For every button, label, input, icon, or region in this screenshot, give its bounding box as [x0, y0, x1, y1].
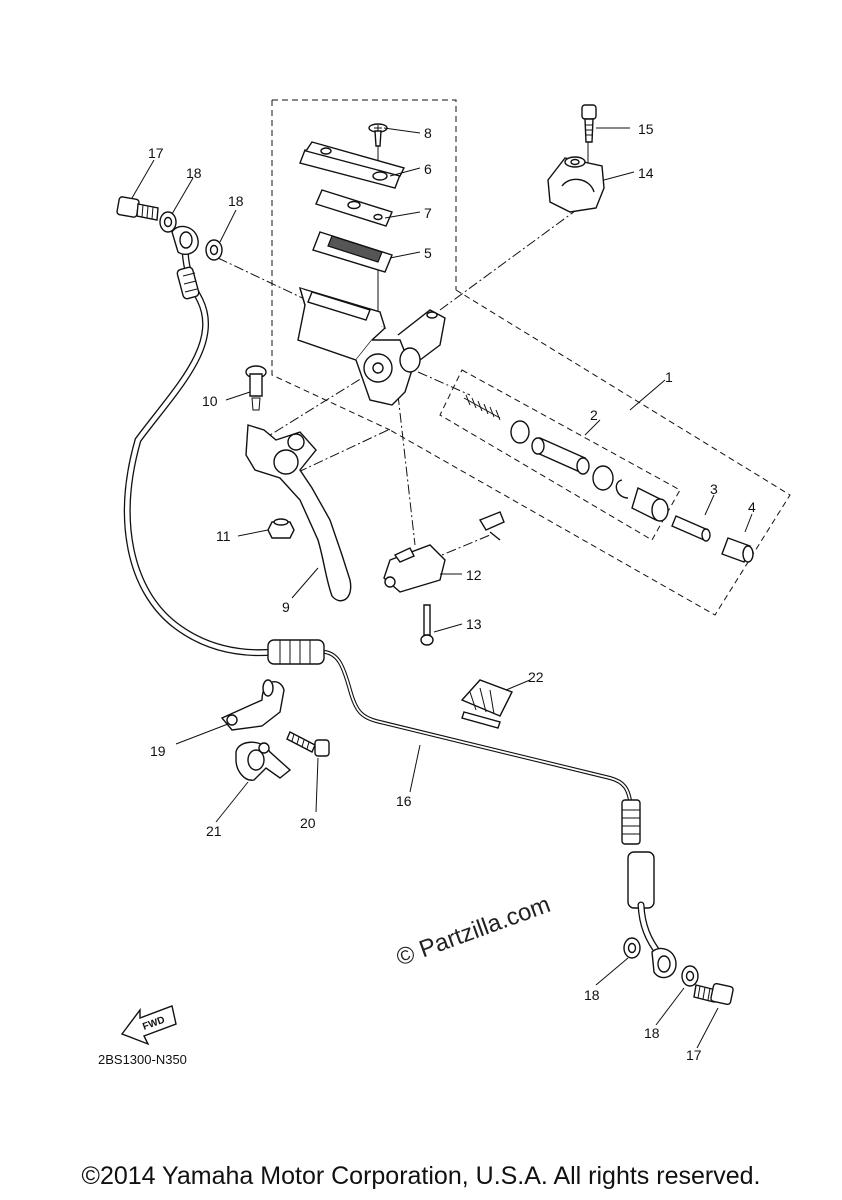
- callout-7: 7: [424, 205, 432, 221]
- cap-plate: [315, 189, 393, 227]
- piston-axis-line: [417, 371, 471, 396]
- handlebar-clamp: [547, 156, 605, 213]
- callout-22: 22: [528, 669, 544, 685]
- callout-18-lower-a: 18: [584, 987, 600, 1003]
- cap-assembly-box: [271, 99, 457, 431]
- spring-seat: [510, 420, 530, 444]
- hose-holder: [220, 679, 285, 731]
- brake-pipe: [323, 650, 632, 802]
- holder-bolt: [286, 731, 330, 757]
- callout-17-lower: 17: [686, 1047, 702, 1063]
- watermark: © Partzilla.com: [393, 891, 554, 972]
- brake-pipe-inner: [324, 651, 631, 801]
- hose-clip: [460, 679, 513, 729]
- front-stop-switch: [383, 511, 505, 593]
- diagram-code: 2BS1300-N350: [98, 1052, 187, 1067]
- piston-cup: [592, 465, 614, 491]
- callout-17-upper: 17: [148, 145, 164, 161]
- brake-hose-lower: [621, 799, 664, 959]
- brake-hose-upper-inner: [125, 247, 278, 655]
- master-cylinder-assembly-box: [389, 289, 791, 616]
- master-cylinder-body: [297, 286, 446, 406]
- copyright-notice: ©2014 Yamaha Motor Corporation, U.S.A. A…: [81, 1162, 761, 1190]
- callout-18-lower-b: 18: [644, 1025, 660, 1041]
- callout-15: 15: [638, 121, 654, 137]
- callout-10: 10: [202, 393, 218, 409]
- banjo-fitting-lower: [651, 947, 677, 979]
- callout-18-upper-a: 18: [186, 165, 202, 181]
- pivot-nut: [267, 518, 295, 539]
- clamp-bolt: [581, 104, 597, 143]
- brake-lever: [245, 424, 352, 602]
- callout-8: 8: [424, 125, 432, 141]
- callout-14: 14: [638, 165, 654, 181]
- copper-washer-lower-b-hole: [685, 970, 695, 982]
- piston-kit-box: [439, 369, 681, 541]
- callout-5: 5: [424, 245, 432, 261]
- callout-4: 4: [748, 499, 756, 515]
- callout-11: 11: [216, 528, 231, 544]
- dust-boot: [631, 487, 669, 522]
- leader-lines: [131, 127, 753, 1049]
- pivot-bolt: [245, 365, 267, 411]
- cap-screw: [368, 123, 388, 147]
- hose-clamp: [235, 741, 292, 781]
- callout-16: 16: [396, 793, 412, 809]
- banjo-fitting-upper: [171, 225, 199, 256]
- reservoir-cap: [299, 141, 406, 189]
- piston: [531, 437, 590, 475]
- pivot-axis-line: [261, 369, 376, 441]
- fwd-arrow-icon: FWD: [120, 1005, 177, 1046]
- callout-20: 20: [300, 815, 316, 831]
- push-rod: [671, 515, 711, 542]
- callout-1: 1: [665, 369, 673, 385]
- callout-2: 2: [590, 407, 598, 423]
- switch-screw: [420, 604, 434, 646]
- copper-washer-upper-b-hole: [209, 244, 219, 256]
- callout-6: 6: [424, 161, 432, 177]
- piston-spring: [463, 394, 501, 421]
- copper-washer-upper-a-hole: [163, 216, 173, 228]
- callout-12: 12: [466, 567, 482, 583]
- clamp-axis-line: [439, 199, 591, 311]
- adjuster-nut: [721, 537, 754, 563]
- callout-18-upper-b: 18: [228, 193, 244, 209]
- union-bolt-upper: [116, 196, 159, 221]
- hose-fitting-upper: [176, 266, 325, 665]
- switch-wire-line: [429, 534, 491, 561]
- callout-13: 13: [466, 616, 482, 632]
- diaphragm: [312, 231, 393, 273]
- callout-21: 21: [206, 823, 222, 839]
- switch-axis-line: [397, 394, 416, 546]
- callout-3: 3: [710, 481, 718, 497]
- circlip: [615, 479, 629, 499]
- callout-19: 19: [150, 743, 166, 759]
- union-bolt-lower: [693, 982, 734, 1006]
- callout-9: 9: [282, 599, 290, 615]
- copper-washer-lower-a-hole: [627, 942, 637, 954]
